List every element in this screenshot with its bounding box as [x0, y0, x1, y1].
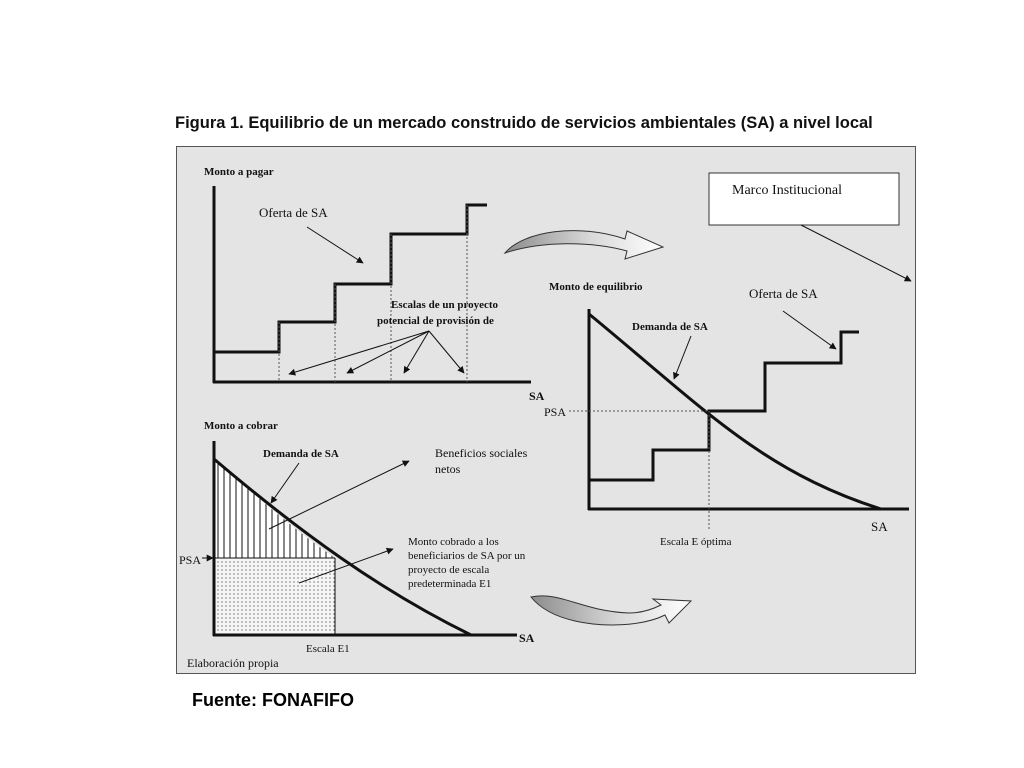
- elaboracion-propia-label: Elaboración propia: [187, 656, 279, 670]
- supply-sa-label: SA: [529, 389, 545, 403]
- cobrado-arrow: [298, 547, 394, 584]
- eq-psa-label: PSA: [544, 405, 566, 419]
- scale-dotted-lines: [278, 205, 468, 382]
- monto-a-pagar-label: Monto a pagar: [204, 166, 274, 178]
- eq-oferta-label: Oferta de SA: [749, 286, 818, 301]
- bottom-sa-label: SA: [519, 631, 535, 645]
- equilibrium-graph: Monto de equilibrio PSA Demanda de SA Of…: [544, 281, 909, 548]
- flow-arrow-bottom-icon: [530, 595, 693, 626]
- bottom-demanda-label: Demanda de SA: [263, 448, 339, 460]
- beneficios-arrow: [268, 460, 410, 530]
- eq-supply-step-curve: [589, 330, 859, 482]
- source-credit: Fuente: FONAFIFO: [192, 690, 354, 710]
- monto-a-cobrar-label: Monto a cobrar: [204, 420, 278, 432]
- beneficios-label-1: Beneficios sociales: [435, 446, 528, 460]
- supply-step-curve: [214, 203, 487, 354]
- demand-graph: Monto a cobrar Demanda de SA Beneficios …: [179, 420, 535, 670]
- escalas-label-1: Escalas de un proyecto: [391, 299, 499, 311]
- net-benefits-area: [214, 459, 335, 558]
- eq-demanda-arrow: [673, 335, 692, 380]
- escala-optima-label: Escala E óptima: [660, 536, 732, 548]
- bottom-psa-label: PSA: [179, 553, 201, 567]
- eq-demand-curve: [588, 312, 882, 511]
- supply-graph: Monto a pagar Oferta de SA Escalas de un…: [204, 166, 545, 403]
- diagram-panel: Monto a pagar Oferta de SA Escalas de un…: [176, 146, 916, 674]
- marco-institucional-box: Marco Institucional: [708, 172, 912, 282]
- figure-title: Figura 1. Equilibrio de un mercado const…: [175, 114, 873, 132]
- escala-e1-label: Escala E1: [306, 643, 350, 655]
- escalas-arrows: [288, 330, 465, 376]
- monto-equilibrio-label: Monto de equilibrio: [549, 281, 643, 293]
- eq-demanda-label: Demanda de SA: [632, 321, 708, 333]
- marco-arrow: [800, 224, 912, 282]
- bottom-demanda-arrow: [270, 462, 300, 504]
- market-equilibrium-diagram: Monto a pagar Oferta de SA Escalas de un…: [179, 166, 912, 670]
- charged-area: [214, 558, 335, 635]
- beneficios-label-2: netos: [435, 462, 461, 476]
- eq-sa-label: SA: [871, 519, 888, 534]
- cobrado-label-3: proyecto de escala: [408, 564, 489, 576]
- cobrado-label-2: beneficiarios de SA por un: [408, 550, 526, 562]
- oferta-arrow-top: [306, 226, 364, 264]
- marco-institucional-label: Marco Institucional: [732, 183, 842, 198]
- escalas-label-2: potencial de provisión de: [377, 315, 494, 327]
- eq-oferta-arrow: [782, 310, 837, 350]
- cobrado-label-4: predeterminada E1: [408, 578, 491, 590]
- cobrado-label-1: Monto cobrado a los: [408, 536, 499, 548]
- bottom-demand-curve: [213, 457, 472, 637]
- oferta-label-top: Oferta de SA: [259, 205, 328, 220]
- flow-arrow-top-icon: [503, 230, 665, 260]
